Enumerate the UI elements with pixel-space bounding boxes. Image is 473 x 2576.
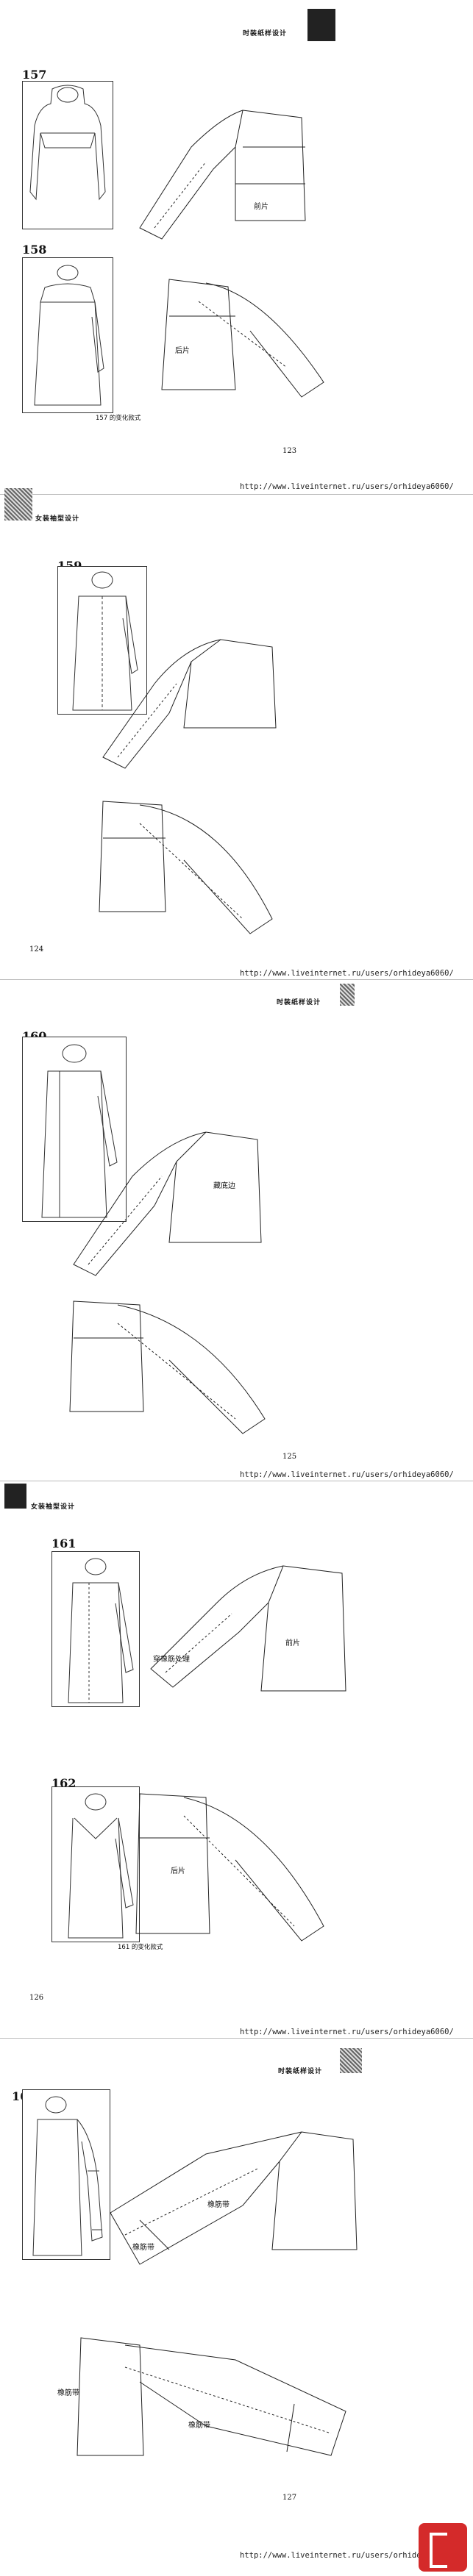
pattern-label: 后片 [171,1867,185,1875]
page-separator [0,979,473,980]
pattern-label: 藏底边 [213,1182,235,1190]
pattern-label: 后片 [175,347,190,355]
pattern-label: 橡筋带 [188,2422,210,2430]
page-number: 124 [29,945,44,954]
pattern-label: 穿橡筋处理 [153,1656,190,1664]
page-number: 125 [282,1453,297,1461]
header-decoration [307,9,335,41]
header-decoration [4,1484,26,1509]
page-number: 127 [282,2494,297,2502]
garment-sketch [68,1558,134,1703]
source-url[interactable]: http://www.liveinternet.ru/users/orhidey… [240,482,454,491]
source-url[interactable]: http://www.liveinternet.ru/users/orhidey… [240,2028,454,2036]
page-header-text: 时装纸样设计 [277,999,321,1006]
figure-number: 161 [51,1536,77,1550]
garment-sketch-frame [57,566,147,715]
pattern-label: 前片 [254,203,268,211]
pattern-draft-163-front [110,2131,358,2265]
pinterest-logo[interactable] [419,2523,467,2572]
garment-sketch [34,265,104,406]
pattern-label: 橡筋带 [57,2389,79,2397]
header-decoration [4,488,32,520]
page-header-text: 女装袖型设计 [35,515,80,523]
header-decoration [340,2048,362,2073]
garment-sketch-frame [51,1786,140,1942]
figure-number: 157 [22,68,47,82]
pattern-draft-159-back [99,801,273,934]
garment-sketch-frame [22,1037,127,1222]
pattern-draft-162 [135,1793,324,1942]
garment-sketch [32,2096,103,2256]
figure-caption: 161 的变化款式 [118,1944,163,1951]
page-separator [0,494,473,495]
page-number: 123 [282,447,297,455]
source-url[interactable]: http://www.liveinternet.ru/users/orhidey… [240,969,454,978]
pattern-draft-158 [161,279,324,398]
pattern-label: 前片 [285,1639,300,1647]
pattern-draft-159-front [102,639,277,769]
source-url[interactable]: http://www.liveinternet.ru/users/orhidey… [240,2551,454,2560]
pattern-draft-163-back [77,2337,346,2456]
page-header-text: 女装袖型设计 [31,1503,76,1511]
pattern-draft-161 [150,1565,346,1692]
header-decoration [340,984,355,1006]
garment-sketch-frame [22,81,113,229]
page-separator [0,2038,473,2039]
pattern-draft-160-back [69,1300,266,1434]
garment-sketch-frame [51,1551,140,1707]
figure-number: 158 [22,243,47,257]
garment-sketch [41,1044,118,1218]
page-number: 126 [29,1994,44,2002]
garment-sketch-frame [22,2089,110,2260]
page-header-text: 时装纸样设计 [278,2068,323,2075]
garment-sketch-frame [22,257,113,413]
garment-sketch [29,85,106,201]
pattern-draft-160-front [73,1131,262,1276]
pattern-label: 橡筋带 [207,2201,230,2209]
pattern-label: 橡筋带 [132,2244,154,2252]
source-url[interactable]: http://www.liveinternet.ru/users/orhidey… [240,1470,454,1479]
garment-sketch [72,571,138,711]
figure-caption: 157 的变化款式 [96,415,141,422]
garment-sketch [68,1793,134,1939]
pattern-draft-157 [139,110,306,240]
page-header-text: 时装纸样设计 [243,30,288,37]
